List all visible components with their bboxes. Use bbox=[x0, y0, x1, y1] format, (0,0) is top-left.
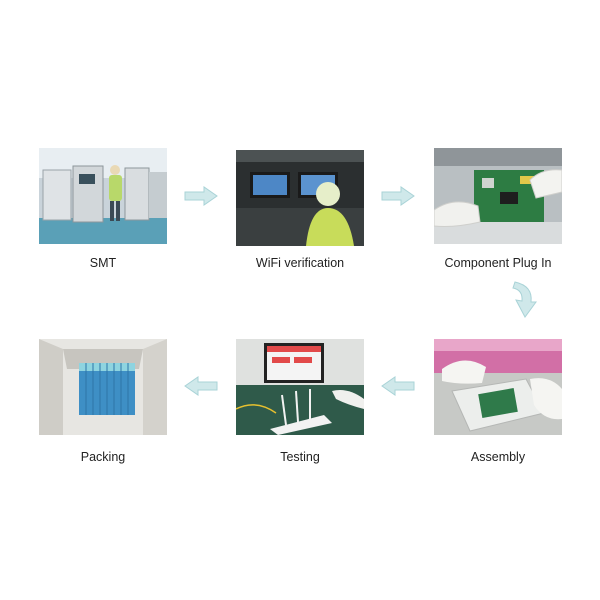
arrow-left-icon bbox=[184, 376, 218, 396]
wifi-verification-caption: WiFi verification bbox=[255, 256, 345, 270]
packing-caption: Packing bbox=[80, 450, 126, 464]
testing-photo bbox=[236, 339, 364, 435]
smt-caption: SMT bbox=[89, 256, 117, 270]
component-plug-in-photo bbox=[434, 148, 562, 244]
arrow-right-icon bbox=[381, 186, 415, 206]
packing-photo bbox=[39, 339, 167, 435]
smt-photo bbox=[39, 148, 167, 244]
component-plug-in-caption: Component Plug In bbox=[444, 256, 552, 270]
testing-caption: Testing bbox=[280, 450, 320, 464]
arrow-right-icon bbox=[184, 186, 218, 206]
wifi-verification-photo bbox=[236, 150, 364, 246]
arrow-curve-down-icon bbox=[507, 280, 539, 320]
assembly-photo bbox=[434, 339, 562, 435]
assembly-caption: Assembly bbox=[470, 450, 526, 464]
arrow-left-icon bbox=[381, 376, 415, 396]
